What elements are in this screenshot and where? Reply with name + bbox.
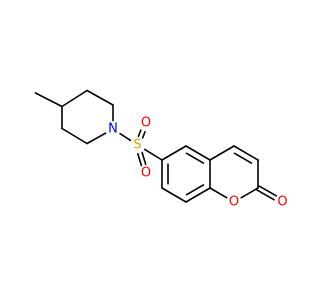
bond-c4p-c3p: [233, 145, 259, 161]
bond-o1-c8a: [209, 187, 228, 199]
bond-n1-s1: [119, 132, 132, 142]
bond-s1-o_s1-b: [137, 129, 142, 138]
bond-c_me-c4: [34, 92, 63, 108]
bond-c8-c8a: [185, 187, 211, 203]
bond-s1-c6: [143, 148, 163, 161]
atom-label-n1: N: [108, 122, 118, 137]
bond-c6a-c5a: [61, 127, 88, 145]
atom-label-s1: S: [133, 138, 141, 153]
bond-c8-c8a-inner: [185, 184, 205, 196]
bond-c4-c3a: [61, 89, 88, 108]
bond-c2p-o_c2-b: [258, 185, 278, 197]
bond-c2p-o1: [240, 187, 259, 199]
bond-c4a-c5-inner: [185, 152, 205, 164]
bond-c7-c8: [161, 187, 187, 203]
atom-label-o_s2: O: [141, 166, 151, 181]
bond-s1-o_s2-b: [141, 151, 147, 166]
bond-c2p-o_c2-a: [256, 189, 275, 201]
atom-label-o1: O: [229, 195, 239, 210]
bond-c5-c6: [161, 145, 187, 161]
bond-c4a-c4p: [209, 145, 235, 161]
bond-s1-o_s2-a: [137, 152, 143, 167]
atom-label-o_c2: O: [277, 195, 287, 210]
bond-c4a-c5: [185, 145, 211, 161]
bond-c4p-c3p-inner: [233, 152, 253, 164]
bond-c3a-c2a: [86, 89, 114, 106]
bond-n1-c6a: [86, 132, 107, 145]
atom-label-o_s1: O: [141, 116, 151, 131]
bonds-layer: [34, 89, 278, 203]
bond-s1-o_s1-a: [141, 130, 146, 139]
